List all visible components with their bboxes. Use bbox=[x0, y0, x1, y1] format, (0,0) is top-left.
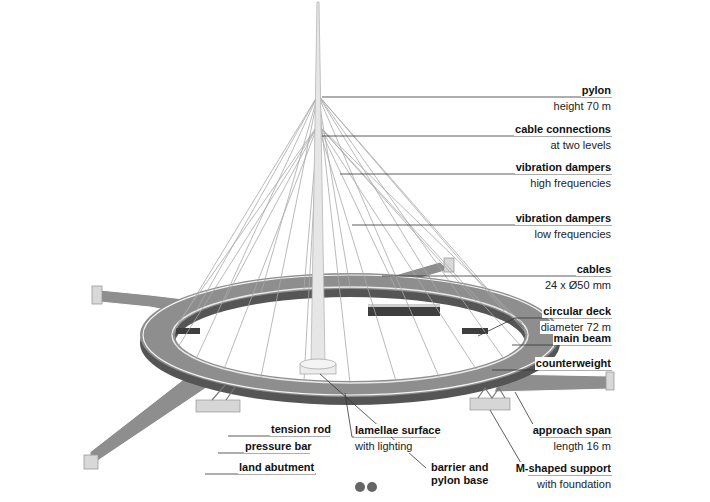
part-name: main beam bbox=[553, 332, 612, 345]
part-name: lamellae surface bbox=[354, 424, 442, 437]
part-name: pylon bbox=[581, 84, 612, 97]
part-detail: low frequencies bbox=[534, 228, 612, 241]
part-name: vibration dampers bbox=[515, 212, 612, 225]
part-detail: length 16 m bbox=[553, 440, 612, 453]
part-detail: height 70 m bbox=[553, 100, 612, 113]
part-name: counterweight bbox=[535, 357, 612, 370]
part-detail: high frequencies bbox=[529, 177, 612, 190]
pylon bbox=[311, 2, 325, 364]
part-detail: at two levels bbox=[549, 139, 612, 152]
approach-spans bbox=[90, 262, 612, 466]
part-name: circular deck bbox=[542, 305, 612, 318]
part-detail: with lighting bbox=[354, 440, 413, 453]
part-name: cable connections bbox=[514, 123, 612, 136]
part-name: barrier and pylon base bbox=[430, 461, 506, 487]
part-name: approach span bbox=[532, 424, 612, 437]
part-detail: 24 x Ø50 mm bbox=[544, 279, 612, 292]
part-name: vibration dampers bbox=[515, 161, 612, 174]
part-name: tension rod bbox=[270, 423, 332, 436]
leader-lines bbox=[205, 97, 612, 475]
part-name: pressure bar bbox=[244, 440, 313, 453]
circular-deck bbox=[140, 273, 560, 397]
part-name: cables bbox=[576, 263, 612, 276]
part-name: land abutment bbox=[238, 461, 315, 474]
part-detail: with foundation bbox=[536, 478, 612, 491]
part-name: M-shaped support bbox=[515, 462, 612, 475]
cables bbox=[172, 95, 528, 383]
